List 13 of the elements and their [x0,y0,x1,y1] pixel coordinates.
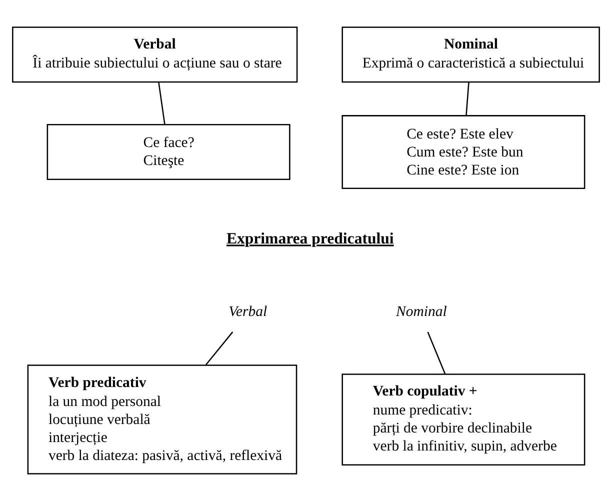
node-box: Verb copulativ + nume predicativ: părți de vorbire declinabile verb la infinitiv, supin, adverbe [342,374,586,466]
node-box: Nominal Exprimă o caracteristică a subiectului [342,26,600,83]
node-box: Ce este? Este elev Cum este? Este bun Cine este? Este ion [342,115,586,189]
node-text: Nominal [396,304,447,320]
node-text: Verbal [228,304,268,320]
connector [158,82,166,125]
connector [427,332,446,374]
node-box: Ce face? Citeşte [46,124,290,180]
label: Exprimarea predicatului [226,230,394,248]
connector [466,82,470,116]
node-box: Verb predicativ la un mod personal locuțiune verbală interjecție verb la diateza: pasivă, activă, reflexivă [27,364,298,474]
connector [205,332,234,366]
node-box: Verbal Îi atribuie subiectului o acțiune sau o stare [12,26,298,83]
